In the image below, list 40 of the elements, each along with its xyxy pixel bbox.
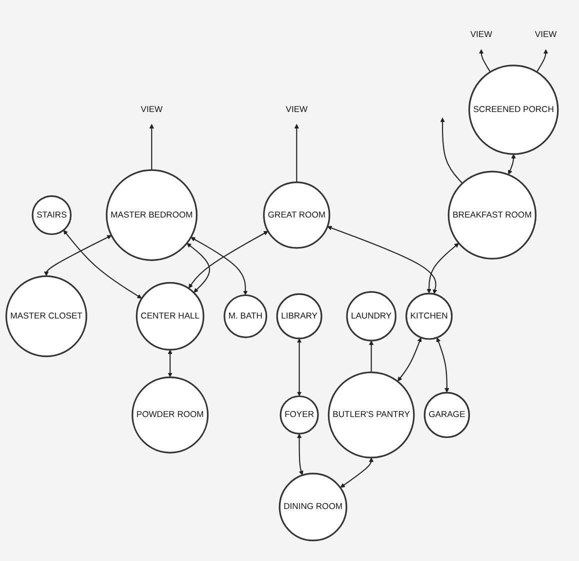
arrow: [190, 237, 248, 296]
arrow: [508, 154, 516, 175]
arrow: [426, 242, 460, 294]
node-circle: SCREENED PORCH: [468, 64, 559, 155]
arrow: [397, 337, 422, 382]
node-text: VIEW: [470, 30, 492, 40]
arrow: [296, 433, 304, 476]
arrow: [368, 340, 374, 372]
node-circle: M. BATH: [224, 294, 268, 338]
node-circle: BUTLER'S PANTRY: [328, 372, 415, 458]
arrow: [440, 118, 463, 184]
node-circle: LAUNDRY: [346, 291, 396, 342]
arrow: [340, 457, 374, 488]
arrow: [536, 49, 548, 72]
node-text: VIEW: [140, 104, 163, 114]
node-circle: LIBRARY: [276, 293, 322, 340]
node-circle: CENTER HALL: [136, 282, 204, 350]
node-circle: MASTER BEDROOM: [106, 169, 198, 261]
node-circle: FOYER: [280, 395, 319, 434]
arrow: [327, 226, 438, 294]
node-circle: STAIRS: [32, 195, 72, 236]
node-text: VIEW: [534, 30, 557, 40]
node-circle: GREAT ROOM: [263, 182, 330, 249]
node-circle: KITCHEN: [406, 292, 453, 340]
node-circle: MASTER CLOSET: [5, 275, 88, 358]
node-circle: POWDER ROOM: [132, 376, 209, 454]
arrow: [436, 337, 450, 393]
arrow: [44, 235, 112, 276]
arrow: [188, 230, 268, 288]
arrow: [63, 230, 142, 299]
node-circle: DINING ROOM: [278, 472, 348, 542]
node-circle: BREAKFAST ROOM: [448, 170, 536, 260]
arrow: [296, 338, 302, 396]
arrow: [149, 124, 154, 170]
arrow: [294, 124, 300, 182]
arrow: [478, 49, 491, 72]
arrow: [168, 349, 172, 378]
arrow: [186, 243, 210, 293]
node-circle: GARAGE: [424, 392, 470, 438]
node-text: VIEW: [286, 104, 308, 114]
